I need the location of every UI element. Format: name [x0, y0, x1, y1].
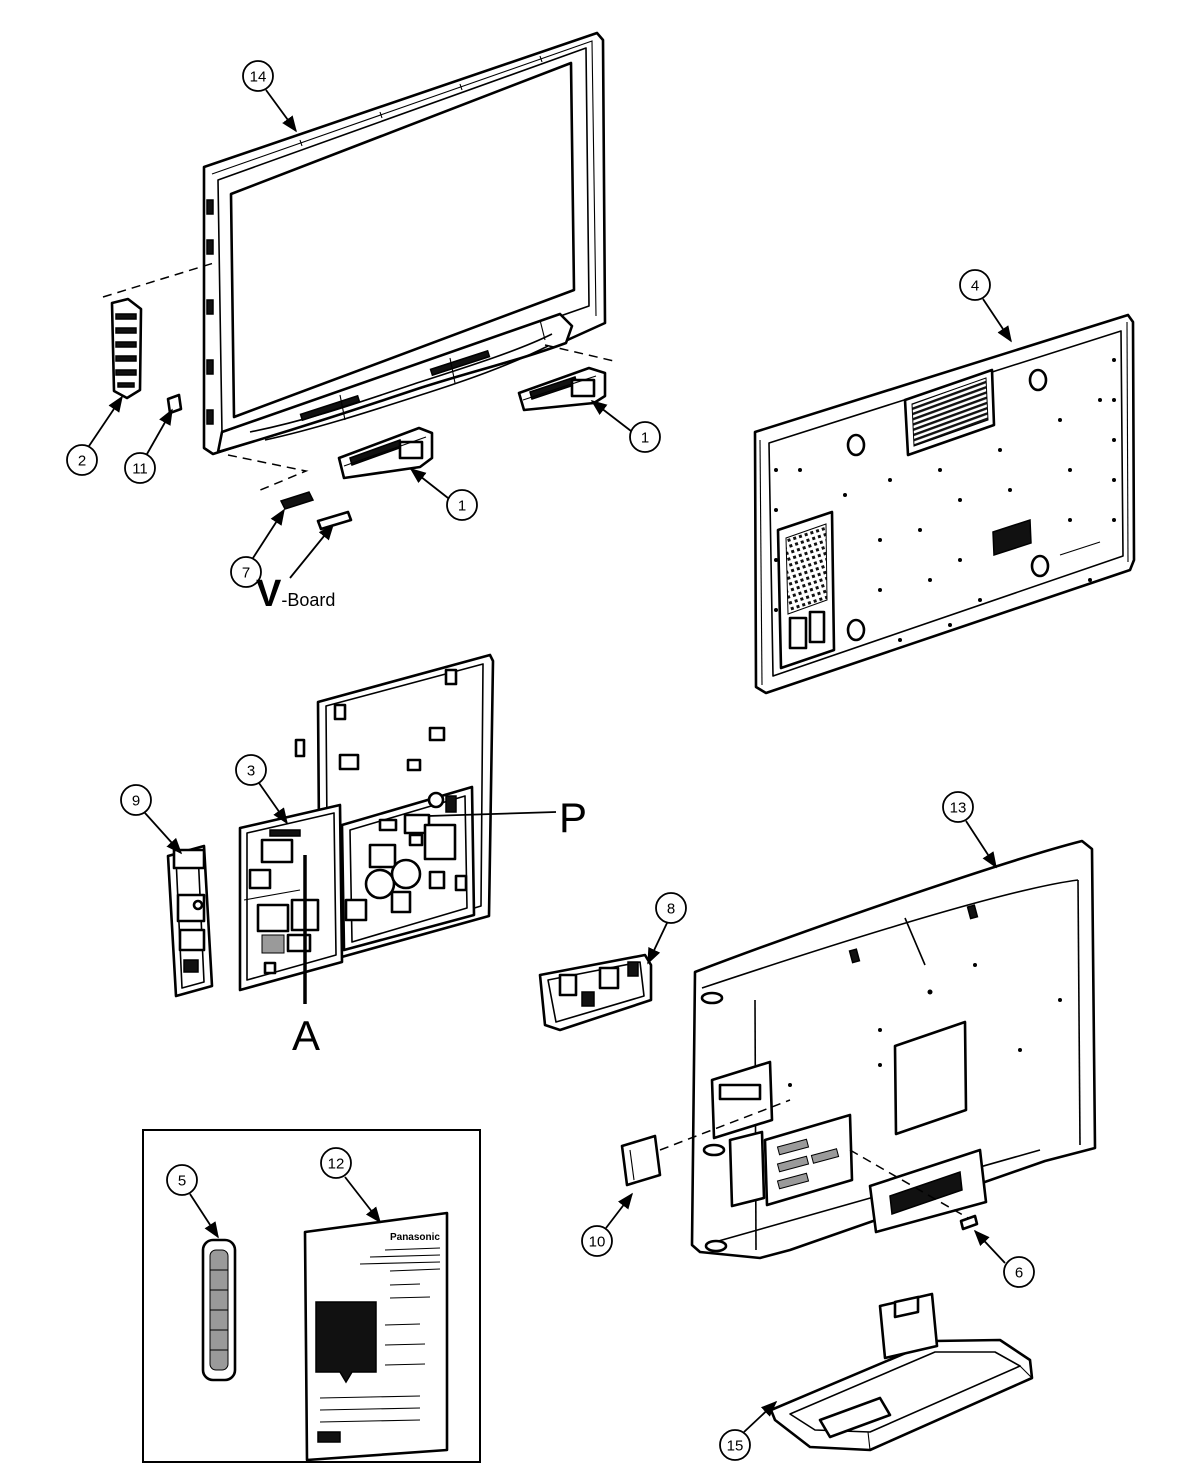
svg-text:6: 6	[1015, 1265, 1023, 1282]
part-8-terminal-bracket	[538, 953, 653, 1032]
part-10-cable-clip	[620, 1134, 662, 1187]
callout-1-center: 1	[409, 468, 478, 521]
callout-4: 4	[959, 269, 1012, 343]
part-1-speaker-center	[337, 426, 434, 480]
accessory-box	[142, 1129, 481, 1463]
part-9-terminal-bracket	[166, 844, 214, 998]
callout-10: 10	[581, 1192, 633, 1257]
svg-text:1: 1	[641, 430, 649, 447]
svg-text:12: 12	[328, 1156, 345, 1173]
assembly-lines	[102, 261, 615, 492]
callout-12: 12	[320, 1147, 381, 1224]
v-board	[316, 510, 353, 531]
board-a	[238, 803, 344, 992]
v-board-callout: V-Board	[256, 523, 335, 615]
svg-text:3: 3	[247, 763, 255, 780]
label-p-line: P	[427, 794, 587, 841]
svg-text:11: 11	[132, 461, 148, 478]
label-a-line: A	[292, 855, 320, 1059]
callout-13: 13	[942, 791, 997, 869]
svg-text:13: 13	[950, 800, 967, 817]
callout-14: 14	[242, 60, 297, 133]
svg-text:15: 15	[727, 1438, 744, 1455]
part-15-stand	[769, 1292, 1034, 1452]
chassis-screw-dots	[774, 358, 1116, 642]
svg-text:10: 10	[589, 1234, 606, 1251]
manual-text-lines	[319, 1247, 441, 1423]
svg-text:4: 4	[971, 278, 979, 295]
svg-text:2: 2	[78, 453, 86, 470]
callout-15: 15	[719, 1400, 778, 1461]
v-board-label: V-Board	[256, 573, 335, 615]
label-p: P	[559, 794, 587, 841]
svg-text:9: 9	[132, 793, 140, 810]
callout-11: 11	[124, 408, 173, 484]
svg-text:7: 7	[242, 565, 250, 582]
callout-3: 3	[235, 754, 288, 825]
part-7-board	[279, 491, 315, 510]
svg-text:8: 8	[667, 901, 675, 918]
callout-5: 5	[166, 1164, 219, 1239]
part-5-remote-control	[201, 1238, 237, 1382]
callout-7: 7	[230, 508, 285, 588]
part-12-owners-manual: Panasonic	[303, 1211, 449, 1462]
part-2-speaker	[110, 297, 143, 400]
callout-2: 2	[66, 395, 123, 476]
svg-text:1: 1	[458, 498, 466, 515]
part-11-small-bracket	[166, 393, 183, 415]
part-6-small-part	[959, 1214, 979, 1231]
svg-text:5: 5	[178, 1173, 186, 1190]
part-13-rear-cover	[690, 839, 1097, 1260]
part-4-rear-chassis	[753, 313, 1136, 695]
part-1-speaker-right	[517, 366, 607, 412]
part-14-front-bezel	[202, 31, 607, 456]
callout-6: 6	[973, 1229, 1035, 1288]
svg-text:14: 14	[250, 69, 267, 86]
label-a: A	[292, 1012, 320, 1059]
board-p	[340, 785, 476, 952]
callout-8: 8	[647, 892, 687, 965]
manual-brand: Panasonic	[390, 1232, 440, 1243]
callout-1-right: 1	[590, 400, 661, 453]
callout-9: 9	[120, 784, 183, 855]
